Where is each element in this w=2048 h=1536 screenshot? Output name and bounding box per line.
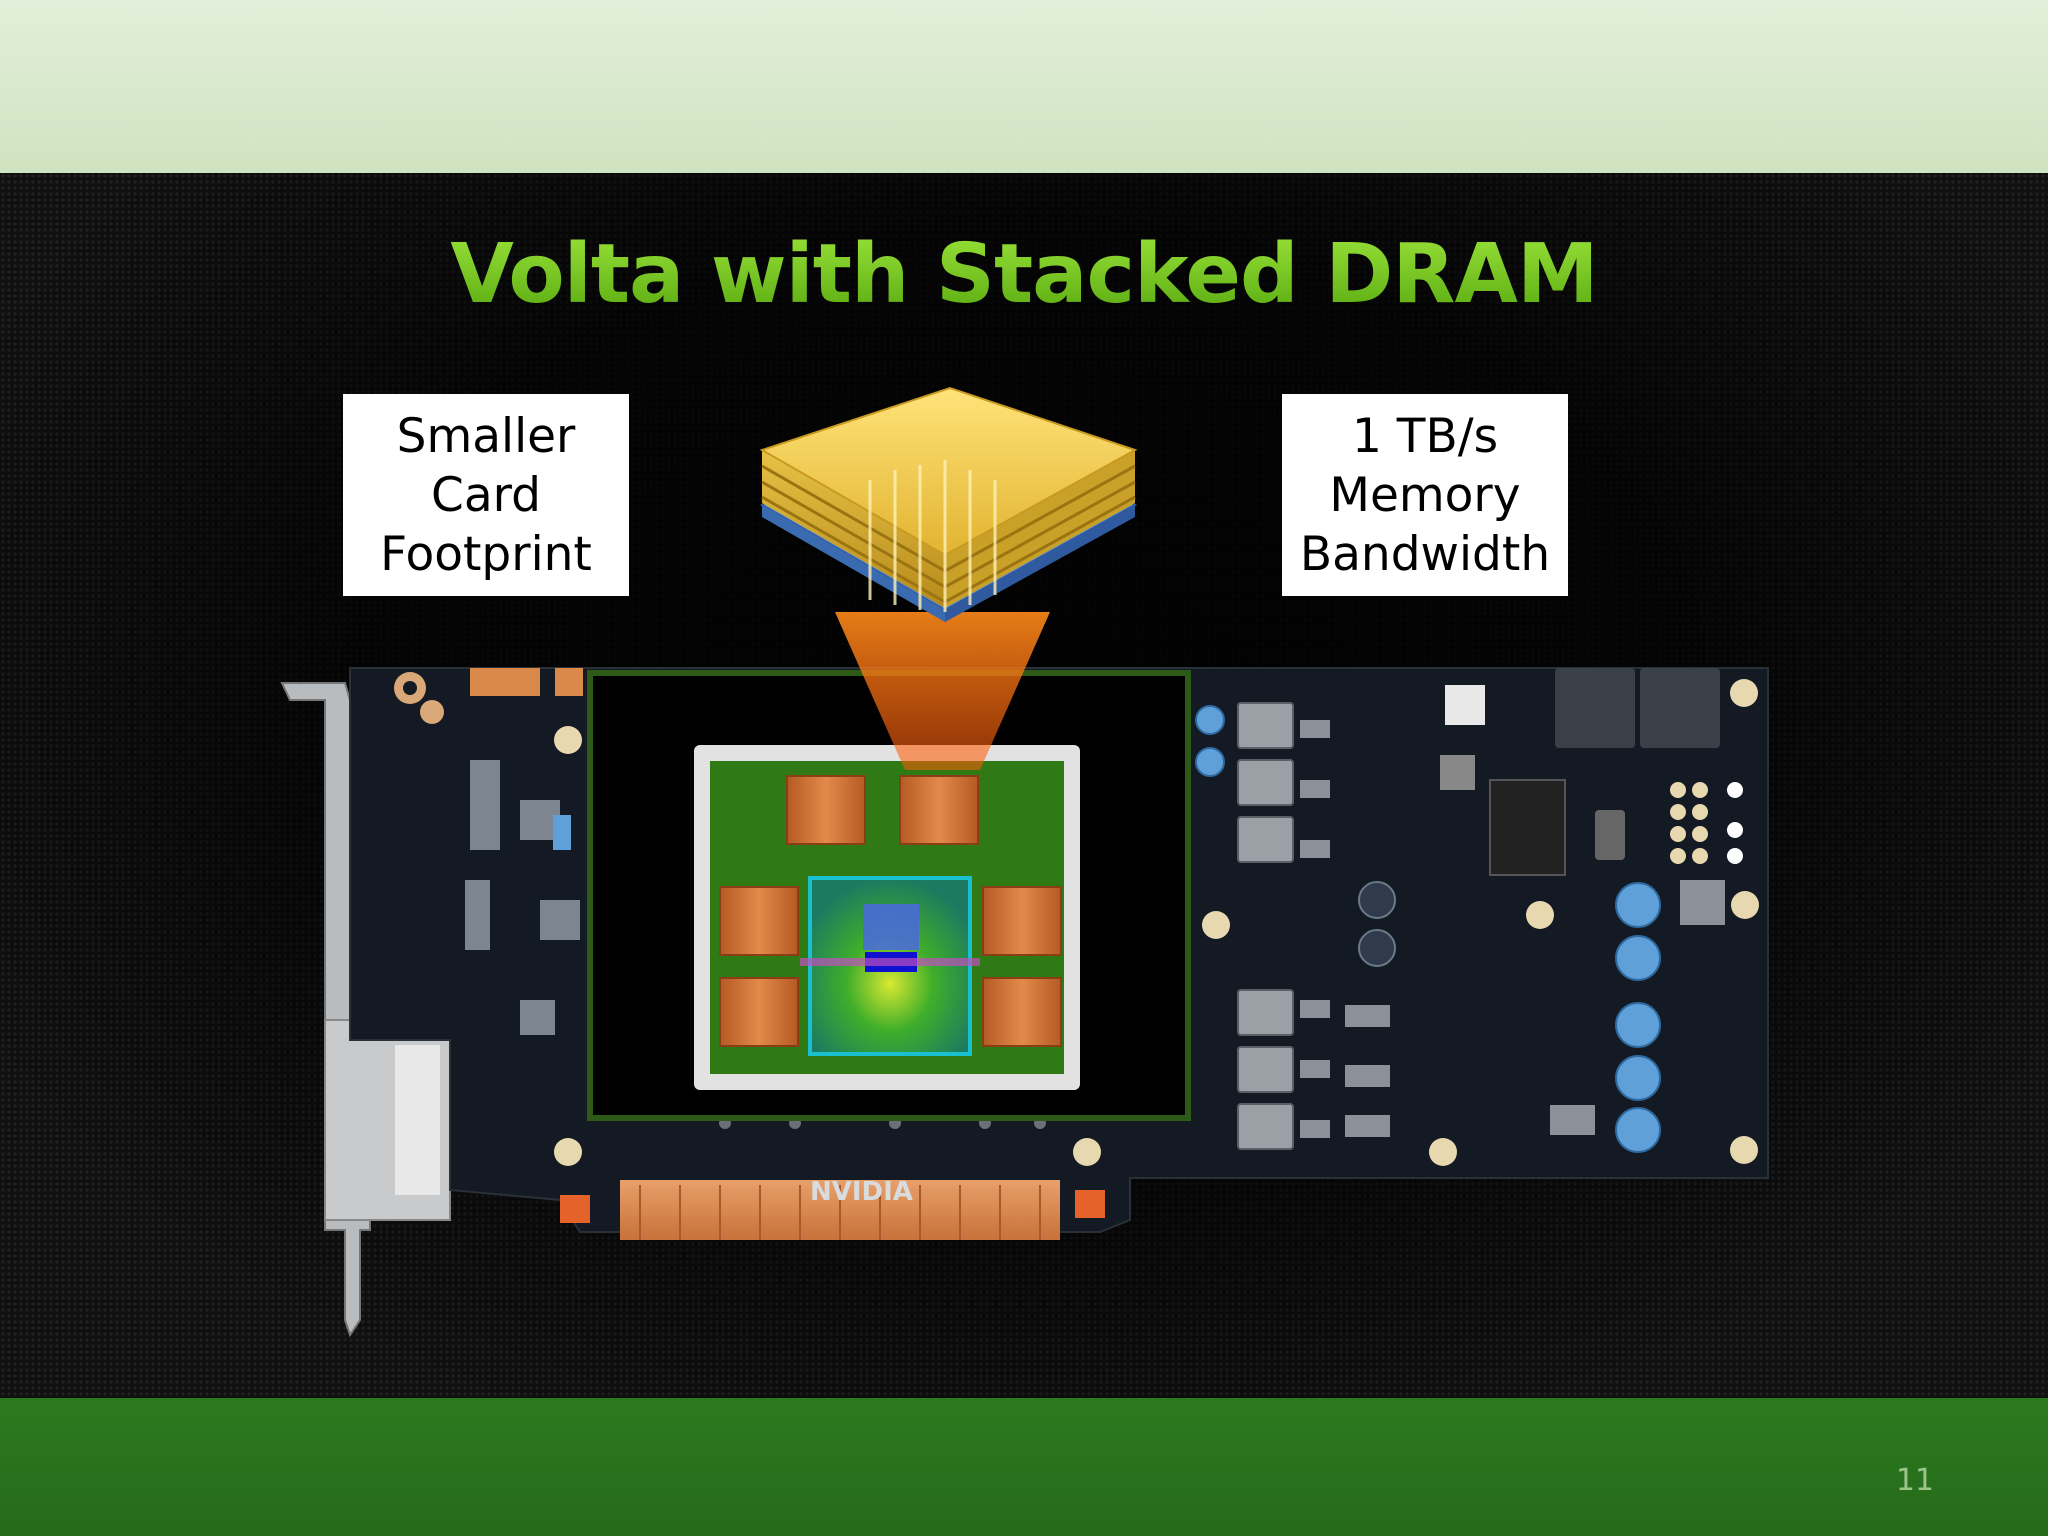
gpu-package-inset (587, 670, 1191, 1121)
stacked-dram-icon (759, 386, 1138, 622)
footer-band: 11 (0, 1398, 2048, 1536)
callout-line: Bandwidth (1299, 526, 1551, 582)
zoom-beam (835, 612, 1050, 770)
nvidia-logo-text: NVIDIA (810, 1177, 913, 1207)
slide-title: Volta with Stacked DRAM (0, 227, 2048, 322)
page-number: 11 (1895, 1463, 1934, 1498)
callout-line: Smaller (396, 408, 576, 464)
callout-line: 1 TB/s (1351, 408, 1499, 464)
callout-memory-bandwidth: 1 TB/s Memory Bandwidth (1282, 394, 1568, 596)
callout-line: Memory (1329, 467, 1521, 523)
header-band (0, 0, 2048, 173)
callout-line: Card (431, 467, 541, 523)
callout-line: Footprint (380, 526, 592, 582)
callout-smaller-footprint: Smaller Card Footprint (343, 394, 629, 596)
hbm-memory-stack (719, 775, 1062, 1047)
